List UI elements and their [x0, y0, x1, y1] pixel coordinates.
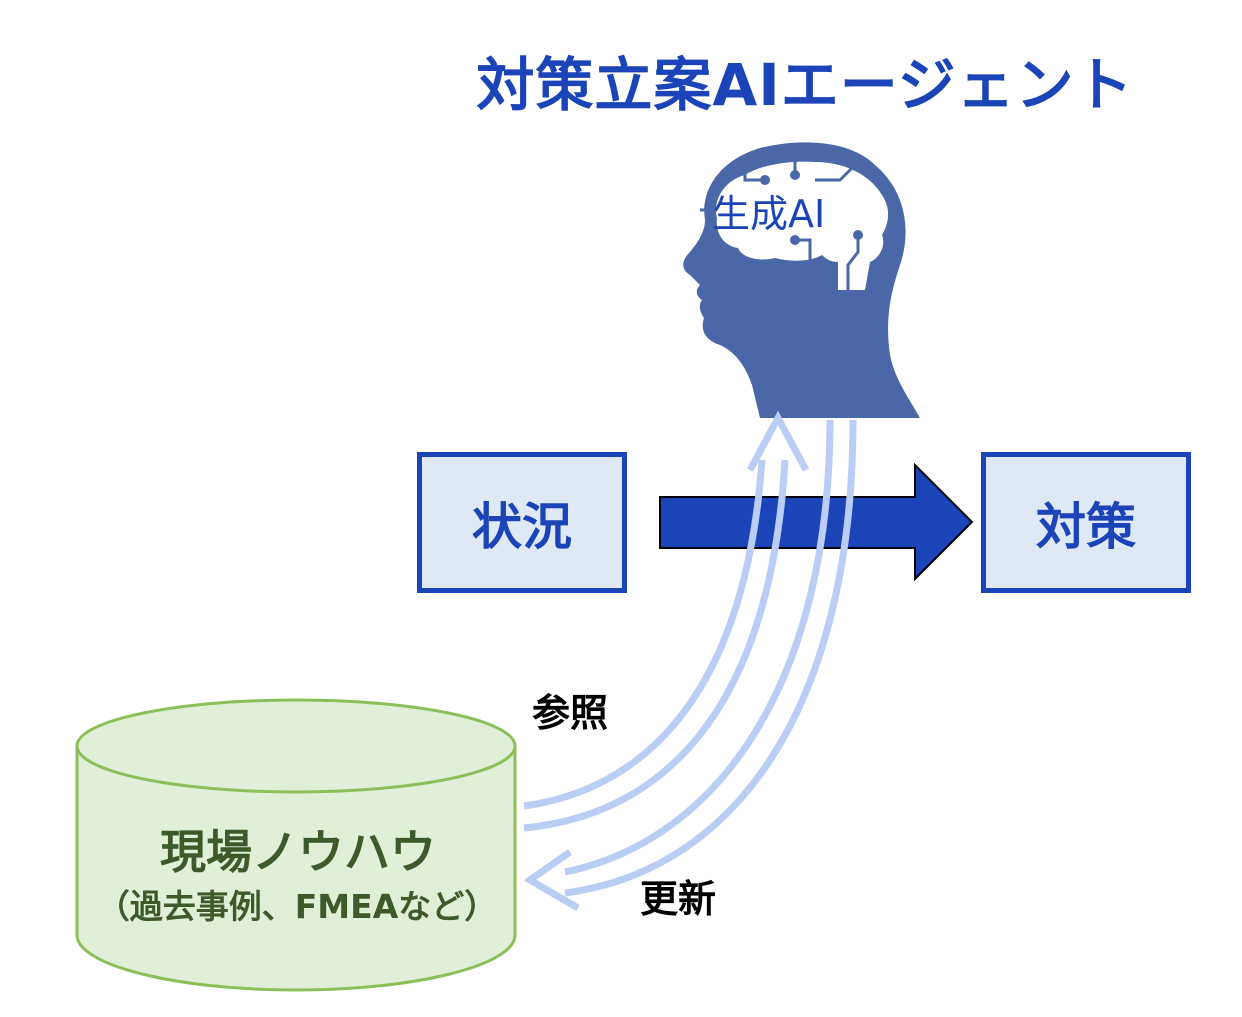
brain-label: 生成AI — [712, 192, 826, 236]
circuit-nodes — [760, 170, 863, 245]
brain-shape — [715, 161, 889, 290]
situation-box: 状況 — [417, 452, 627, 593]
head-brain-icon — [683, 142, 920, 419]
diagram-title: 対策立案AIエージェント — [476, 51, 1134, 119]
knowledge-base-title: 現場ノウハウ — [160, 825, 436, 879]
measure-box: 対策 — [981, 452, 1191, 593]
reference-label: 参照 — [532, 691, 609, 735]
knowledge-base-cylinder — [75, 698, 517, 992]
update-arrow — [523, 419, 857, 912]
reference-arrow — [523, 410, 810, 832]
flow-arrow — [659, 462, 974, 582]
measure-label: 対策 — [1036, 497, 1136, 556]
situation-label: 状況 — [472, 497, 572, 556]
knowledge-base-subtitle: （過去事例、FMEAなど） — [96, 887, 498, 926]
update-label: 更新 — [640, 877, 717, 921]
